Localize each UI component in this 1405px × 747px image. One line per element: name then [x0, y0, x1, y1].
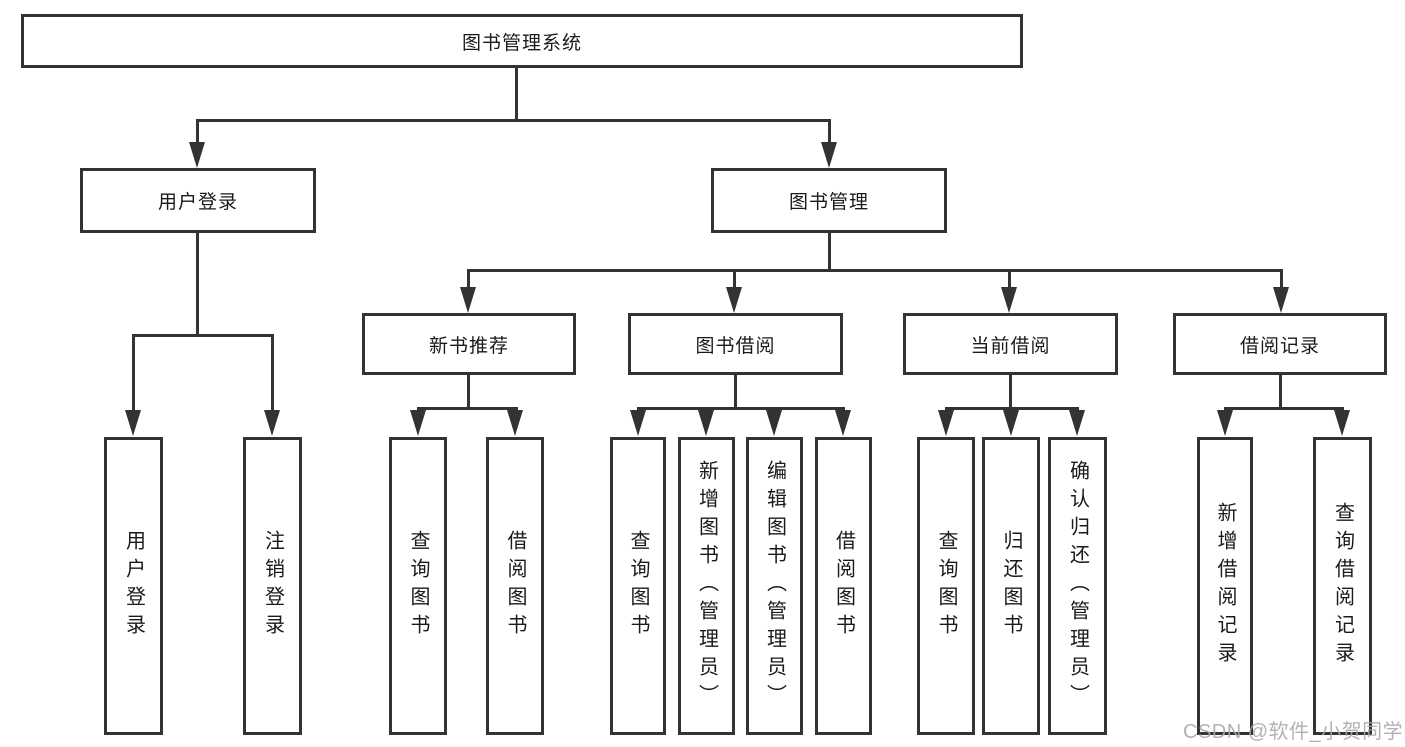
connector-newbook-trunk	[467, 375, 470, 410]
connector-branch-level1	[196, 119, 831, 122]
leaf-newbook-borrow-label: 借阅图书	[504, 530, 526, 642]
connector-to-leaf-login	[132, 334, 135, 412]
node-current-borrowing-label: 当前借阅	[970, 335, 1051, 357]
node-new-book-recommend-label: 新书推荐	[428, 335, 509, 357]
arrow-to-book-borrow	[726, 287, 742, 313]
node-book-management-label: 图书管理	[788, 192, 869, 213]
watermark: CSDN @软件_小贺同学	[1183, 721, 1404, 743]
leaf-return-book-label: 归还图书	[1000, 530, 1022, 642]
connector-branch-user	[132, 334, 274, 337]
connector-records-trunk	[1279, 375, 1282, 410]
connector-user-trunk	[196, 233, 199, 337]
leaf-newbook-borrow: 借阅图书	[486, 437, 544, 735]
leaf-add-borrow-record-label: 新增借阅记录	[1214, 502, 1236, 670]
node-new-book-recommend: 新书推荐	[362, 313, 576, 375]
arrow-borrow-leaf4	[835, 410, 851, 436]
arrow-to-borrow-records	[1273, 287, 1289, 313]
arrow-newbook-leaf1	[410, 410, 426, 436]
node-borrowing-records-label: 借阅记录	[1239, 335, 1320, 357]
arrow-to-current-borrow	[1001, 287, 1017, 313]
leaf-borrow-book-label: 借阅图书	[832, 530, 855, 642]
arrow-to-leaf-logout	[264, 410, 280, 436]
leaf-borrow-query-label: 查询图书	[627, 530, 649, 642]
leaf-user-login-label: 用户登录	[122, 530, 145, 642]
arrow-to-book-mgmt	[821, 142, 837, 168]
arrow-current-leaf2	[1003, 410, 1019, 436]
leaf-current-query: 查询图书	[917, 437, 975, 735]
arrow-records-leaf2	[1334, 410, 1350, 436]
leaf-user-login: 用户登录	[104, 437, 163, 735]
leaf-return-book: 归还图书	[982, 437, 1040, 735]
leaf-add-borrow-record: 新增借阅记录	[1197, 437, 1253, 735]
connector-borrow-trunk	[734, 375, 737, 410]
leaf-confirm-return-admin: 确认归还（管理员）	[1048, 437, 1107, 735]
node-root-label: 图书管理系统	[461, 32, 582, 54]
node-root: 图书管理系统	[21, 14, 1023, 68]
connector-to-book-mgmt	[828, 119, 831, 145]
connector-root-trunk	[515, 66, 518, 121]
connector-to-user-login	[196, 119, 199, 145]
connector-branch-records	[1224, 407, 1344, 410]
connector-branch-borrow	[637, 407, 845, 410]
leaf-borrow-add-admin-label: 新增图书（管理员）	[695, 460, 718, 712]
connector-branch-current	[945, 407, 1079, 410]
connector-to-book-borrow	[733, 269, 736, 289]
arrow-borrow-leaf1	[630, 410, 646, 436]
leaf-borrow-query: 查询图书	[610, 437, 666, 735]
leaf-confirm-return-admin-label: 确认归还（管理员）	[1066, 460, 1089, 712]
arrow-to-leaf-login	[125, 410, 141, 436]
arrow-newbook-leaf2	[507, 410, 523, 436]
arrow-borrow-leaf3	[766, 410, 782, 436]
leaf-borrow-add-admin: 新增图书（管理员）	[678, 437, 735, 735]
node-book-borrowing-label: 图书借阅	[695, 335, 776, 357]
connector-current-trunk	[1009, 375, 1012, 410]
connector-book-trunk	[828, 233, 831, 272]
arrow-current-leaf3	[1069, 410, 1085, 436]
leaf-newbook-query: 查询图书	[389, 437, 447, 735]
node-user-login: 用户登录	[80, 168, 316, 233]
arrow-current-leaf1	[938, 410, 954, 436]
arrow-to-user-login	[189, 142, 205, 168]
node-user-login-label: 用户登录	[157, 192, 238, 213]
node-borrowing-records: 借阅记录	[1173, 313, 1387, 375]
arrow-to-new-books	[460, 287, 476, 313]
leaf-logout: 注销登录	[243, 437, 302, 735]
connector-to-new-books	[467, 269, 470, 289]
arrow-borrow-leaf2	[698, 410, 714, 436]
leaf-borrow-edit-admin-label: 编辑图书（管理员）	[763, 460, 786, 712]
connector-branch-level2	[467, 269, 1283, 272]
leaf-query-borrow-record-label: 查询借阅记录	[1331, 502, 1354, 670]
arrow-records-leaf1	[1217, 410, 1233, 436]
leaf-logout-label: 注销登录	[261, 530, 284, 642]
leaf-borrow-edit-admin: 编辑图书（管理员）	[746, 437, 803, 735]
leaf-current-query-label: 查询图书	[935, 530, 957, 642]
connector-to-leaf-logout	[271, 334, 274, 412]
connector-branch-newbook	[417, 407, 518, 410]
node-current-borrowing: 当前借阅	[903, 313, 1118, 375]
node-book-borrowing: 图书借阅	[628, 313, 843, 375]
node-book-management: 图书管理	[711, 168, 947, 233]
connector-to-current-borrow	[1008, 269, 1011, 289]
leaf-borrow-book: 借阅图书	[815, 437, 872, 735]
connector-to-borrow-records	[1280, 269, 1283, 289]
leaf-newbook-query-label: 查询图书	[407, 530, 429, 642]
leaf-query-borrow-record: 查询借阅记录	[1313, 437, 1372, 735]
